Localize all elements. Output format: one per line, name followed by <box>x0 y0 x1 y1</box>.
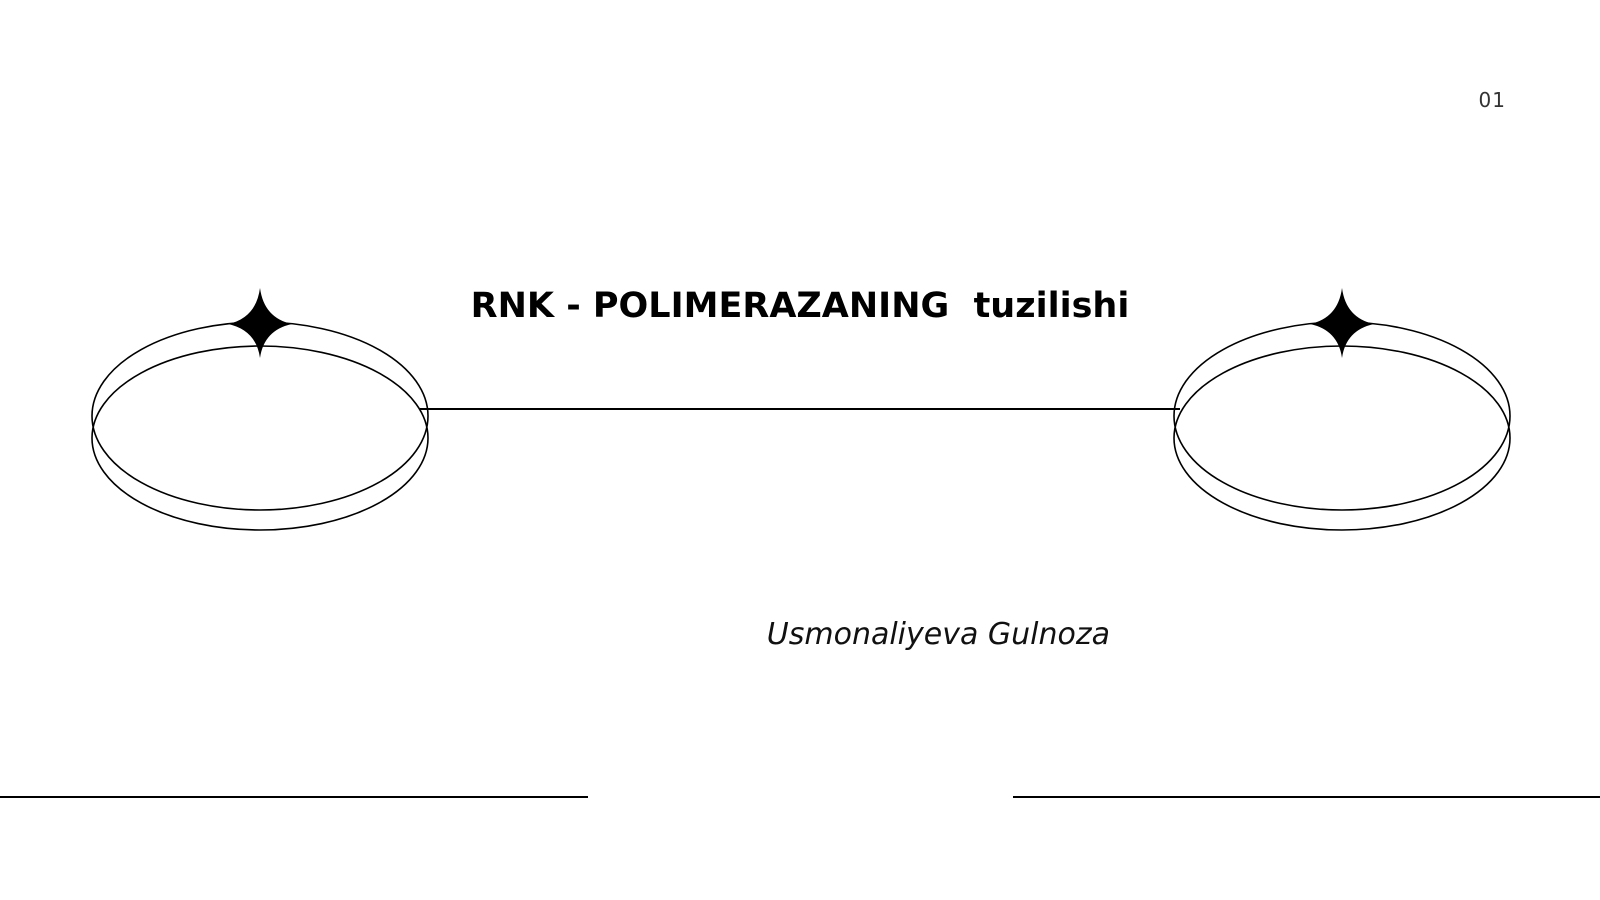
slide-title: RNK - POLIMERAZANING tuzilishi <box>470 286 1130 326</box>
right-ring-icon <box>1173 288 1511 531</box>
slide-number: 01 <box>1478 88 1506 112</box>
left-ring-icon <box>91 288 429 531</box>
slide-author: Usmonaliyeva Gulnoza <box>766 617 1110 652</box>
right-sparkle-icon <box>1310 288 1374 358</box>
left-sparkle-icon <box>228 288 292 358</box>
